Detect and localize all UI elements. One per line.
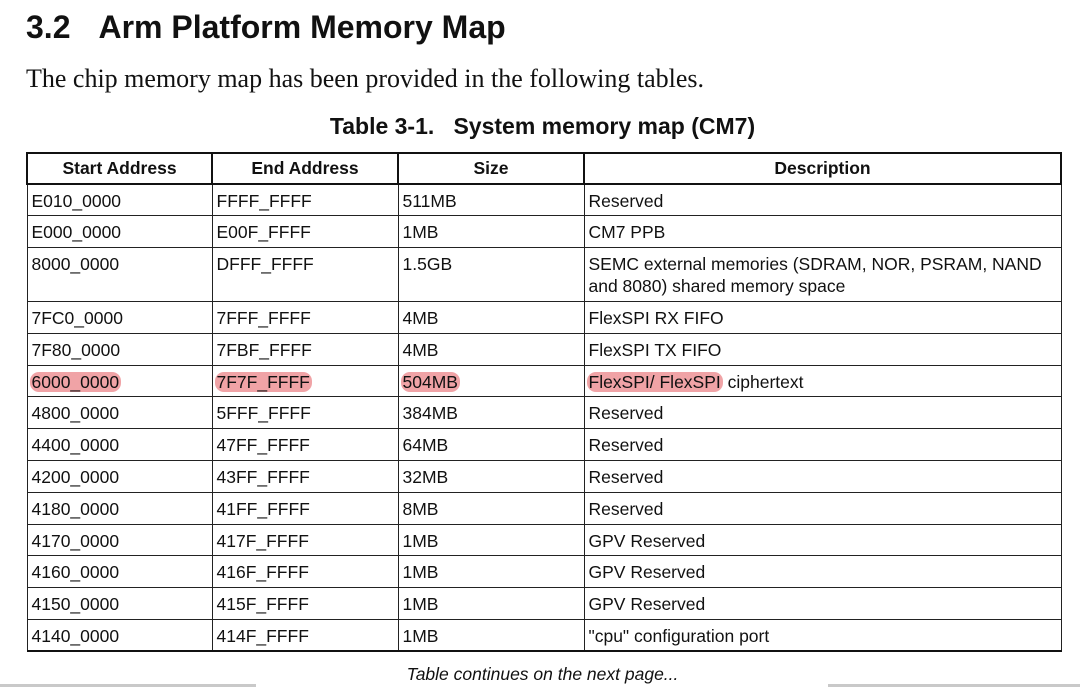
table-row: 4150_0000 415F_FFFF 1MB GPV Reserved	[26, 587, 1062, 621]
start-address-cell: 7F80_0000	[26, 332, 213, 366]
description-cell: Reserved	[583, 460, 1062, 493]
start-address-cell: 4140_0000	[26, 619, 213, 653]
size-cell: 8MB	[397, 491, 585, 525]
memory-map-table: Start Address End Address Size Descripti…	[26, 152, 1062, 653]
intro-paragraph: The chip memory map has been provided in…	[26, 64, 704, 93]
table-row: 7FC0_0000 7FFF_FFFF 4MB FlexSPI RX FIFO	[26, 301, 1062, 334]
table-caption: Table 3-1. System memory map (CM7)	[329, 113, 756, 139]
size-cell: 504MB	[397, 364, 585, 398]
size-cell: 32MB	[397, 460, 585, 493]
table-row: 4180_0000 41FF_FFFF 8MB Reserved	[26, 491, 1062, 525]
size-cell: 4MB	[397, 301, 585, 334]
table-header-row: Start Address End Address Size Descripti…	[26, 152, 1062, 185]
size-cell: 1MB	[397, 555, 585, 589]
end-address-cell: E00F_FFFF	[211, 215, 399, 249]
table-row: E000_0000 E00F_FFFF 1MB CM7 PPB	[26, 215, 1062, 249]
start-address-cell: 4200_0000	[26, 460, 213, 493]
header-description: Description	[583, 152, 1062, 185]
highlight-mark: 504MB	[400, 371, 460, 392]
table-row: 7F80_0000 7FBF_FFFF 4MB FlexSPI TX FIFO	[26, 332, 1062, 366]
table-row: 4160_0000 416F_FFFF 1MB GPV Reserved	[26, 555, 1062, 589]
size-cell: 511MB	[397, 183, 585, 217]
description-cell: GPV Reserved	[583, 587, 1062, 621]
description-rest-text: ciphertext	[722, 371, 804, 392]
table-row: 4170_0000 417F_FFFF 1MB GPV Reserved	[26, 523, 1062, 557]
end-address-cell: 47FF_FFFF	[211, 428, 399, 462]
description-cell: FlexSPI/ FlexSPI ciphertext	[583, 364, 1062, 398]
size-cell: 1MB	[397, 523, 585, 557]
end-address-cell: 416F_FFFF	[211, 555, 399, 589]
header-end-address: End Address	[211, 152, 399, 185]
description-cell: Reserved	[583, 396, 1062, 430]
end-address-cell: 7FFF_FFFF	[211, 301, 399, 334]
start-address-cell: 4160_0000	[26, 555, 213, 589]
start-address-cell: 4170_0000	[26, 523, 213, 557]
size-cell: 64MB	[397, 428, 585, 462]
table-row: 4800_0000 5FFF_FFFF 384MB Reserved	[26, 396, 1062, 430]
start-address-cell: E010_0000	[26, 183, 213, 217]
size-cell: 1MB	[397, 215, 585, 249]
end-address-cell: DFFF_FFFF	[211, 247, 399, 303]
size-cell: 1.5GB	[397, 247, 585, 303]
start-address-cell: 4800_0000	[26, 396, 213, 430]
table-row: 4140_0000 414F_FFFF 1MB "cpu" configurat…	[26, 619, 1062, 653]
table-continuation-note: Table continues on the next page...	[406, 664, 679, 684]
start-address-cell: 6000_0000	[26, 364, 213, 398]
start-address-cell: 4180_0000	[26, 491, 213, 525]
size-cell: 1MB	[397, 619, 585, 653]
section-number: 3.2	[26, 9, 71, 45]
end-address-cell: 7F7F_FFFF	[211, 364, 399, 398]
header-start-address: Start Address	[26, 152, 213, 185]
end-address-cell: 5FFF_FFFF	[211, 396, 399, 430]
table-row-highlighted: 6000_0000 7F7F_FFFF 504MB FlexSPI/ FlexS…	[26, 364, 1062, 398]
description-cell: Reserved	[583, 428, 1062, 462]
header-size: Size	[397, 152, 585, 185]
description-cell: FlexSPI RX FIFO	[583, 301, 1062, 334]
size-cell: 1MB	[397, 587, 585, 621]
section-heading: 3.2 Arm Platform Memory Map	[26, 6, 506, 48]
description-cell: GPV Reserved	[583, 523, 1062, 557]
description-cell: CM7 PPB	[583, 215, 1062, 249]
description-cell: SEMC external memories (SDRAM, NOR, PSRA…	[583, 247, 1062, 303]
end-address-cell: 414F_FFFF	[211, 619, 399, 653]
size-cell: 384MB	[397, 396, 585, 430]
end-address-cell: 43FF_FFFF	[211, 460, 399, 493]
end-address-cell: 415F_FFFF	[211, 587, 399, 621]
start-address-cell: 7FC0_0000	[26, 301, 213, 334]
end-address-cell: 41FF_FFFF	[211, 491, 399, 525]
description-cell: Reserved	[583, 183, 1062, 217]
start-address-cell: 8000_0000	[26, 247, 213, 303]
highlight-mark: FlexSPI/ FlexSPI	[586, 371, 723, 392]
highlight-mark: 7F7F_FFFF	[214, 371, 312, 392]
end-address-cell: FFFF_FFFF	[211, 183, 399, 217]
table-row: 8000_0000 DFFF_FFFF 1.5GB SEMC external …	[26, 247, 1062, 303]
end-address-cell: 417F_FFFF	[211, 523, 399, 557]
table-row: 4400_0000 47FF_FFFF 64MB Reserved	[26, 428, 1062, 462]
section-title: Arm Platform Memory Map	[98, 9, 506, 45]
description-cell: Reserved	[583, 491, 1062, 525]
start-address-cell: E000_0000	[26, 215, 213, 249]
start-address-cell: 4150_0000	[26, 587, 213, 621]
description-cell: FlexSPI TX FIFO	[583, 332, 1062, 366]
table-row: E010_0000 FFFF_FFFF 511MB Reserved	[26, 183, 1062, 217]
description-cell: "cpu" configuration port	[583, 619, 1062, 653]
size-cell: 4MB	[397, 332, 585, 366]
end-address-cell: 7FBF_FFFF	[211, 332, 399, 366]
highlight-mark: 6000_0000	[29, 371, 122, 392]
table-row: 4200_0000 43FF_FFFF 32MB Reserved	[26, 460, 1062, 493]
description-cell: GPV Reserved	[583, 555, 1062, 589]
page-bottom-rule-gap	[256, 684, 828, 687]
start-address-cell: 4400_0000	[26, 428, 213, 462]
